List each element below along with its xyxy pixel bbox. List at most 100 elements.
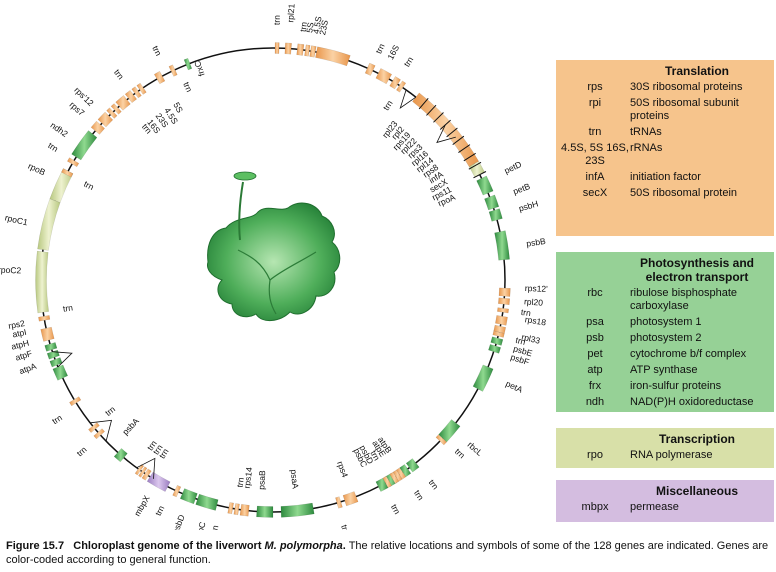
legend-symbol: atp [587, 364, 603, 376]
gene-segment-psbe [490, 336, 504, 346]
legend-description: cytochrome b/f complex [630, 348, 747, 360]
legend-transcription-title: Transcription [658, 432, 735, 446]
legend-description: 30S ribosomal proteins [630, 81, 743, 93]
legend-symbol: pet [587, 348, 603, 360]
figure-caption-text: The relative locations and symbols of so… [6, 540, 769, 566]
gene-label-psbc: psbC [193, 521, 208, 530]
gene-tick [458, 144, 471, 153]
gene-segment-trn [136, 82, 147, 95]
intron-marker [436, 124, 456, 144]
legend-symbol: psa [586, 316, 604, 328]
gene-segment-45s [309, 45, 317, 58]
gene-label-trn: trn [272, 15, 282, 25]
legend-symbol: rpi [588, 97, 602, 109]
gene-label-trn: trn [208, 524, 220, 530]
gene-label-ndh2: ndh2 [49, 120, 70, 139]
gene-segment-psbc [375, 477, 389, 492]
gene-segment-ndh2 [71, 130, 98, 161]
gene-label-trn: trn [402, 55, 416, 69]
gene-segment-rps12 [498, 287, 511, 297]
gene-label-trn: trn [153, 504, 166, 518]
gene-segment-psbd [179, 488, 198, 505]
legend-description: photosystem 1 [630, 316, 702, 328]
legend-symbol: psb [586, 332, 604, 344]
legend-symbol: rpo [587, 449, 603, 461]
gene-label-atpf: atpF [14, 348, 33, 363]
legend-description: 50S ribosomal protein [630, 187, 738, 199]
gene-segment-rps18 [495, 315, 508, 326]
gene-segment-psbc [195, 493, 219, 511]
gene-label-rpl33: rpl33 [521, 332, 542, 346]
legend-symbol: 4.5S, 5S 16S, 23S [561, 142, 629, 167]
legend-description: NAD(P)H oxidoreductase [630, 396, 754, 408]
legend-description: initiation factor [630, 171, 701, 183]
gene-segment-psba [113, 447, 128, 463]
gene-label-trn: trn [339, 524, 351, 530]
gene-segment-trn [392, 469, 403, 482]
gene-segment-trn [138, 466, 148, 478]
gene-segment-rps4 [342, 491, 359, 507]
gene-segment-trn [296, 43, 305, 56]
legend-description: permease [630, 501, 679, 513]
gene-segment-psbh [488, 208, 503, 222]
gene-segment-rpl33 [493, 324, 507, 334]
gene-segment-16s [375, 68, 393, 85]
legend-description: ribulose bisphosphate carboxylase [630, 287, 738, 312]
gene-segment-trn [274, 42, 280, 54]
gene-label-atph: atpH [10, 338, 30, 352]
legend-description: RNA polymerase [630, 449, 713, 461]
gene-label-trn: trn [520, 307, 531, 318]
gene-label-45s: 4.5S [311, 15, 324, 34]
gene-label-trn: trn [381, 98, 395, 112]
gene-segment-trn [153, 70, 166, 85]
gene-label-rps18: rps18 [524, 314, 547, 327]
legend-miscellaneous-title: Miscellaneous [655, 484, 739, 498]
gene-tick [452, 135, 465, 145]
gene-segment-trn [168, 64, 178, 77]
gene-segment-atpb [405, 458, 420, 473]
gene-segment-peta [472, 364, 494, 392]
gene-label-trn: trn [50, 412, 64, 426]
gene-label-trn: trn [157, 446, 171, 460]
gene-label-frxc: frxC [192, 60, 207, 78]
intron-marker [136, 457, 156, 479]
gene-segment-trn [335, 496, 343, 509]
intron-marker [52, 351, 73, 368]
gene-label-23s: 23S [317, 19, 330, 36]
gene-segment-45s [124, 89, 138, 104]
legend-symbol: ndh [585, 396, 605, 408]
gene-label-rpl20: rpl20 [524, 296, 544, 308]
gene-segment-trn [389, 76, 401, 90]
gene-segment-trn [382, 475, 393, 489]
legend-description: rRNAs [630, 142, 663, 154]
gene-tick [433, 112, 444, 123]
legend-translation-title: Translation [664, 64, 729, 78]
gene-segment-trn [93, 428, 106, 440]
gene-label-5s: 5S [304, 21, 315, 33]
gene-label-trn: trn [181, 80, 194, 93]
gene-segment-trn [492, 330, 505, 338]
gene-segment-trn [233, 503, 240, 516]
gene-segment-psbb [494, 230, 510, 261]
gene-segment-psab [256, 505, 274, 518]
gene-segment-rpoc2 [35, 250, 49, 314]
gene-label-psbd: psbD [170, 513, 186, 530]
gene-segment-psaa [280, 502, 315, 518]
legend-row: rpo RNA polymerase [556, 448, 774, 464]
gene-segment-frxc [183, 57, 193, 71]
gene-segment-rps2 [40, 326, 55, 342]
legend-description: ATP synthase [630, 364, 698, 376]
gene-label-trn: trn [103, 404, 117, 418]
gene-label-rpl21: rpl21 [285, 3, 296, 23]
gene-label-trn: trn [46, 140, 60, 154]
gene-segment-atpa [52, 364, 69, 381]
gene-label-rps2: rps2 [8, 318, 26, 331]
gene-segment-trn [364, 62, 376, 76]
